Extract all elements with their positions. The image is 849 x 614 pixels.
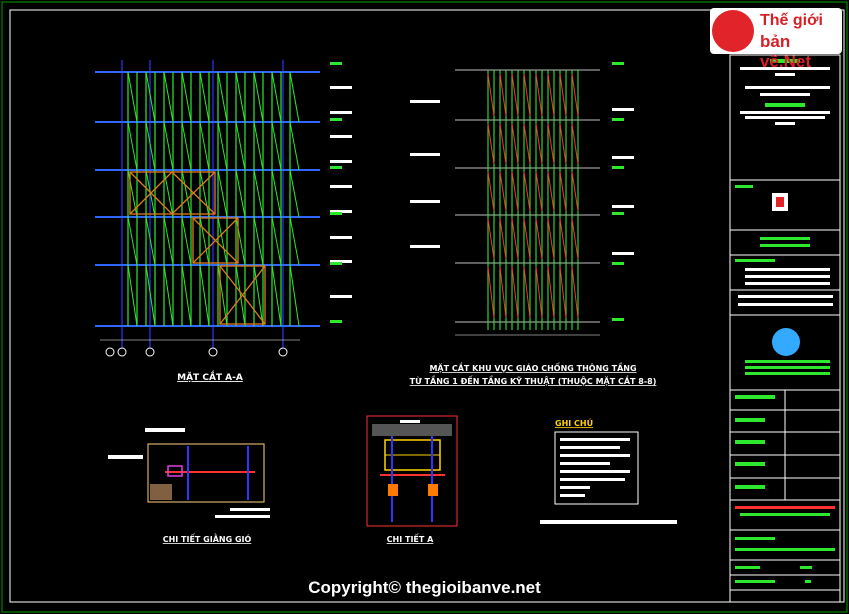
- inner-frame: [9, 9, 845, 603]
- logo-line-1: Thế giới: [760, 12, 823, 29]
- notes-box: [540, 431, 677, 524]
- section-aa-drawing: [95, 60, 352, 357]
- label-section-title-1: MẶT CẮT KHU VỰC GIÁO CHỐNG THÔNG TẦNG: [429, 361, 636, 373]
- label-section-aa: MẶT CẮT A-A: [177, 370, 243, 383]
- copyright-text: Copyright© thegioibanve.net: [308, 578, 541, 597]
- section-8-8-drawing: [410, 62, 634, 336]
- wind-bracing-detail: [108, 428, 270, 518]
- logo-line-2: bản vẽ.Net: [760, 32, 812, 71]
- label-detail-a: CHI TIẾT A: [387, 532, 434, 544]
- site-logo: Thế giới bản vẽ.Net: [710, 8, 842, 71]
- title-block: [729, 54, 841, 603]
- label-notes: GHI CHÚ: [555, 417, 593, 428]
- house-icon: [712, 10, 754, 52]
- label-detail-wind: CHI TIẾT GIẰNG GIÓ: [163, 532, 252, 544]
- label-section-title-2: TỪ TẦNG 1 ĐẾN TẦNG KỸ THUẬT (THUỘC MẶT C…: [410, 374, 657, 386]
- detail-a: [366, 415, 458, 527]
